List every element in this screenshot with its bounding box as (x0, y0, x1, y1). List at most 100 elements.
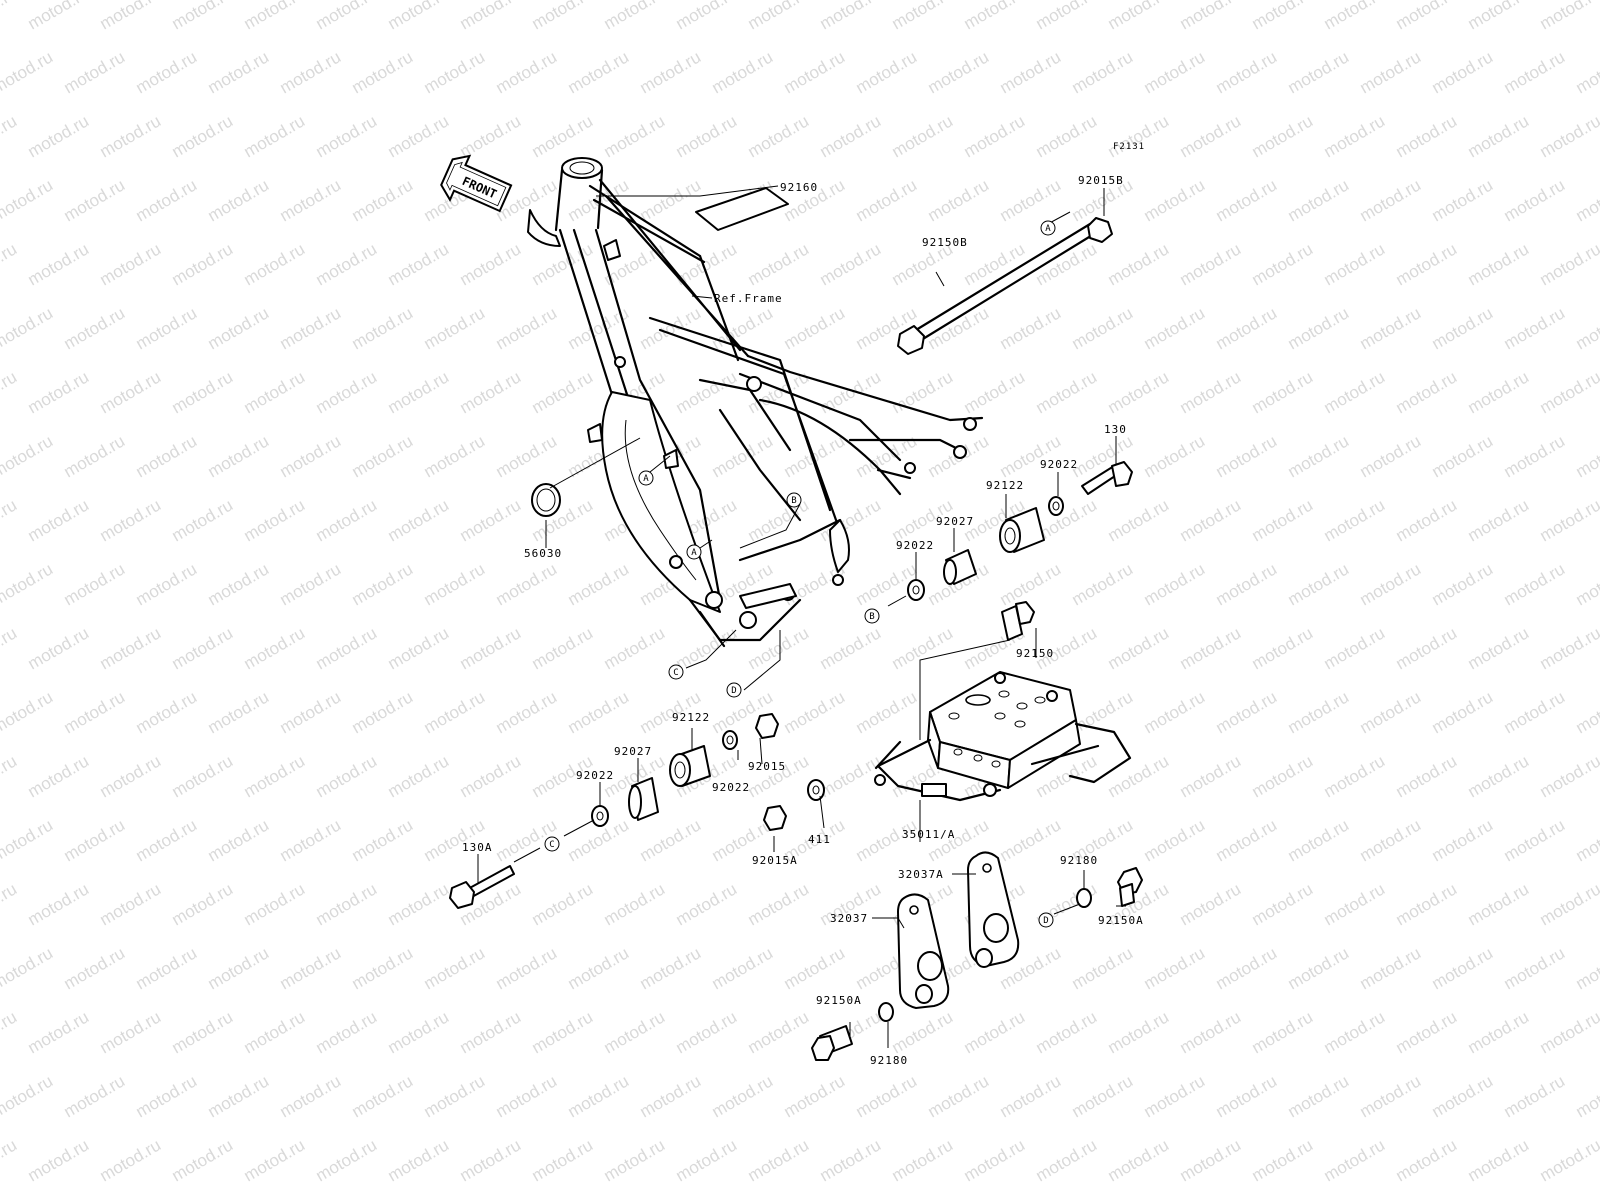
watermark-text: motod.ru (1033, 0, 1101, 33)
marker-C-frame-label: C (673, 668, 678, 678)
watermark-text: motod.ru (745, 1135, 813, 1185)
watermark-text: motod.ru (313, 495, 381, 545)
watermark-text: motod.ru (1177, 0, 1245, 33)
part-92150B-label: 92150B (922, 236, 968, 249)
part-92150A-right-label: 92150A (1098, 914, 1144, 927)
watermark-text: motod.ru (313, 239, 381, 289)
watermark-text: motod.ru (1429, 815, 1497, 865)
watermark-text: motod.ru (241, 751, 309, 801)
marker-A-frame-1: A (638, 470, 654, 486)
watermark-text: motod.ru (1213, 559, 1281, 609)
watermark-text: motod.ru (709, 303, 777, 353)
watermark-text: motod.ru (385, 879, 453, 929)
watermark-text: motod.ru (1537, 367, 1600, 417)
watermark-text: motod.ru (241, 0, 309, 33)
watermark-text: motod.ru (1465, 367, 1533, 417)
watermark-text: motod.ru (241, 1007, 309, 1057)
watermark-text: motod.ru (493, 687, 561, 737)
watermark-text: motod.ru (349, 687, 417, 737)
watermark-text: motod.ru (169, 1007, 237, 1057)
watermark-text: motod.ru (493, 431, 561, 481)
watermark-text: motod.ru (421, 47, 489, 97)
watermark-text: motod.ru (457, 751, 525, 801)
watermark-text: motod.ru (205, 303, 273, 353)
part-411-label: 411 (808, 833, 831, 846)
watermark-text: motod.ru (1573, 431, 1600, 481)
watermark-text: motod.ru (889, 623, 957, 673)
watermark-text: motod.ru (493, 943, 561, 993)
watermark-text: motod.ru (493, 1071, 561, 1121)
watermark-text: motod.ru (313, 879, 381, 929)
watermark-text: motod.ru (1213, 175, 1281, 225)
watermark-text: motod.ru (1537, 751, 1600, 801)
watermark-text: motod.ru (709, 943, 777, 993)
watermark-text: motod.ru (889, 367, 957, 417)
watermark-text: motod.ru (1393, 1135, 1461, 1185)
watermark-text: motod.ru (133, 47, 201, 97)
watermark-text: motod.ru (421, 431, 489, 481)
watermark-text: motod.ru (853, 47, 921, 97)
watermark-text: motod.ru (601, 623, 669, 673)
watermark-text: motod.ru (1501, 47, 1569, 97)
watermark-text: motod.ru (1177, 751, 1245, 801)
watermark-text: motod.ru (1249, 751, 1317, 801)
watermark-text: motod.ru (529, 367, 597, 417)
watermark-text: motod.ru (637, 815, 705, 865)
watermark-text: motod.ru (457, 1007, 525, 1057)
watermark-text: motod.ru (1357, 47, 1425, 97)
watermark-text: motod.ru (1141, 47, 1209, 97)
watermark-text: motod.ru (493, 47, 561, 97)
marker-A-upper: A (1040, 220, 1056, 236)
watermark-text: motod.ru (385, 111, 453, 161)
watermark-text: motod.ru (421, 687, 489, 737)
watermark-text: motod.ru (97, 1135, 165, 1185)
watermark-text: motod.ru (1105, 111, 1173, 161)
watermark-text: motod.ru (601, 1135, 669, 1185)
marker-C-frame: C (668, 664, 684, 680)
watermark-text: motod.ru (1465, 111, 1533, 161)
watermark-text: motod.ru (1465, 495, 1533, 545)
watermark-text: motod.ru (1465, 1135, 1533, 1185)
watermark-text: motod.ru (1465, 1007, 1533, 1057)
watermark-text: motod.ru (1285, 47, 1353, 97)
watermark-text: motod.ru (1285, 815, 1353, 865)
watermark-text: motod.ru (817, 111, 885, 161)
watermark-text: motod.ru (673, 367, 741, 417)
watermark-text: motod.ru (1465, 0, 1533, 33)
watermark-text: motod.ru (961, 0, 1029, 33)
watermark-text: motod.ru (97, 111, 165, 161)
watermark-text: motod.ru (97, 751, 165, 801)
part-92122-lower-label: 92122 (672, 711, 710, 724)
watermark-text: motod.ru (61, 559, 129, 609)
watermark-text: motod.ru (1573, 815, 1600, 865)
watermark-text: motod.ru (61, 47, 129, 97)
part-35011A-label: 35011/A (902, 828, 955, 841)
watermark-text: motod.ru (385, 0, 453, 33)
marker-B-part-label: B (869, 612, 874, 622)
watermark-text: motod.ru (1141, 175, 1209, 225)
watermark-text: motod.ru (205, 47, 273, 97)
watermark-text: motod.ru (169, 0, 237, 33)
watermark-text: motod.ru (1501, 1071, 1569, 1121)
watermark-text: motod.ru (1213, 815, 1281, 865)
watermark-text: motod.ru (0, 0, 20, 33)
watermark-text: motod.ru (1537, 623, 1600, 673)
mount-upper-hardware (907, 461, 1133, 601)
watermark-text: motod.ru (817, 367, 885, 417)
watermark-text: motod.ru (313, 0, 381, 33)
watermark-text: motod.ru (277, 1071, 345, 1121)
watermark-text: motod.ru (745, 879, 813, 929)
watermark-text: motod.ru (529, 111, 597, 161)
ring-56030 (531, 483, 561, 517)
watermark-text: motod.ru (205, 559, 273, 609)
watermark-text: motod.ru (997, 815, 1065, 865)
watermark-text: motod.ru (781, 1071, 849, 1121)
watermark-text: motod.ru (349, 943, 417, 993)
watermark-text: motod.ru (0, 111, 20, 161)
watermark-text: motod.ru (1573, 1071, 1600, 1121)
watermark-text: motod.ru (637, 175, 705, 225)
watermark-text: motod.ru (961, 1007, 1029, 1057)
watermark-text: motod.ru (889, 1135, 957, 1185)
watermark-text: motod.ru (457, 1135, 525, 1185)
marker-B-frame: B (786, 492, 802, 508)
